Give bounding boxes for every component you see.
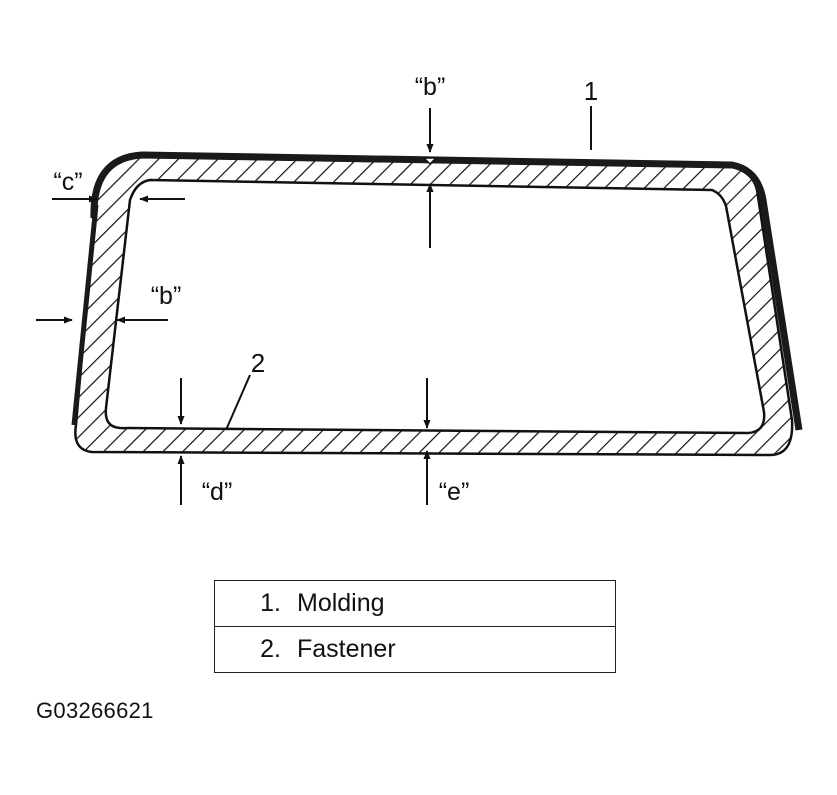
callout-part-1: 1: [584, 76, 598, 106]
leader-part-2: [225, 374, 251, 431]
molding-left-side: [71, 204, 99, 426]
legend-label: Fastener: [297, 635, 396, 663]
legend-row-fastener: 2. Fastener: [215, 626, 615, 672]
molding-band: [90, 151, 803, 431]
legend-number: 2.: [260, 635, 281, 663]
figure-code: G03266621: [36, 698, 154, 723]
molding-notch: [422, 157, 438, 166]
callout-part-2: 2: [251, 348, 265, 378]
label-d: “d”: [202, 478, 233, 506]
label-b-top: “b”: [415, 73, 446, 101]
parts-legend-table: 1. Molding 2. Fastener: [214, 580, 616, 673]
label-b-left: “b”: [151, 282, 182, 310]
label-c: “c”: [53, 168, 82, 196]
legend-number: 1.: [260, 589, 281, 617]
label-e: “e”: [439, 478, 470, 506]
legend-row-molding: 1. Molding: [215, 581, 615, 626]
legend-label: Molding: [297, 589, 385, 617]
fastener-frame: [74, 155, 794, 457]
